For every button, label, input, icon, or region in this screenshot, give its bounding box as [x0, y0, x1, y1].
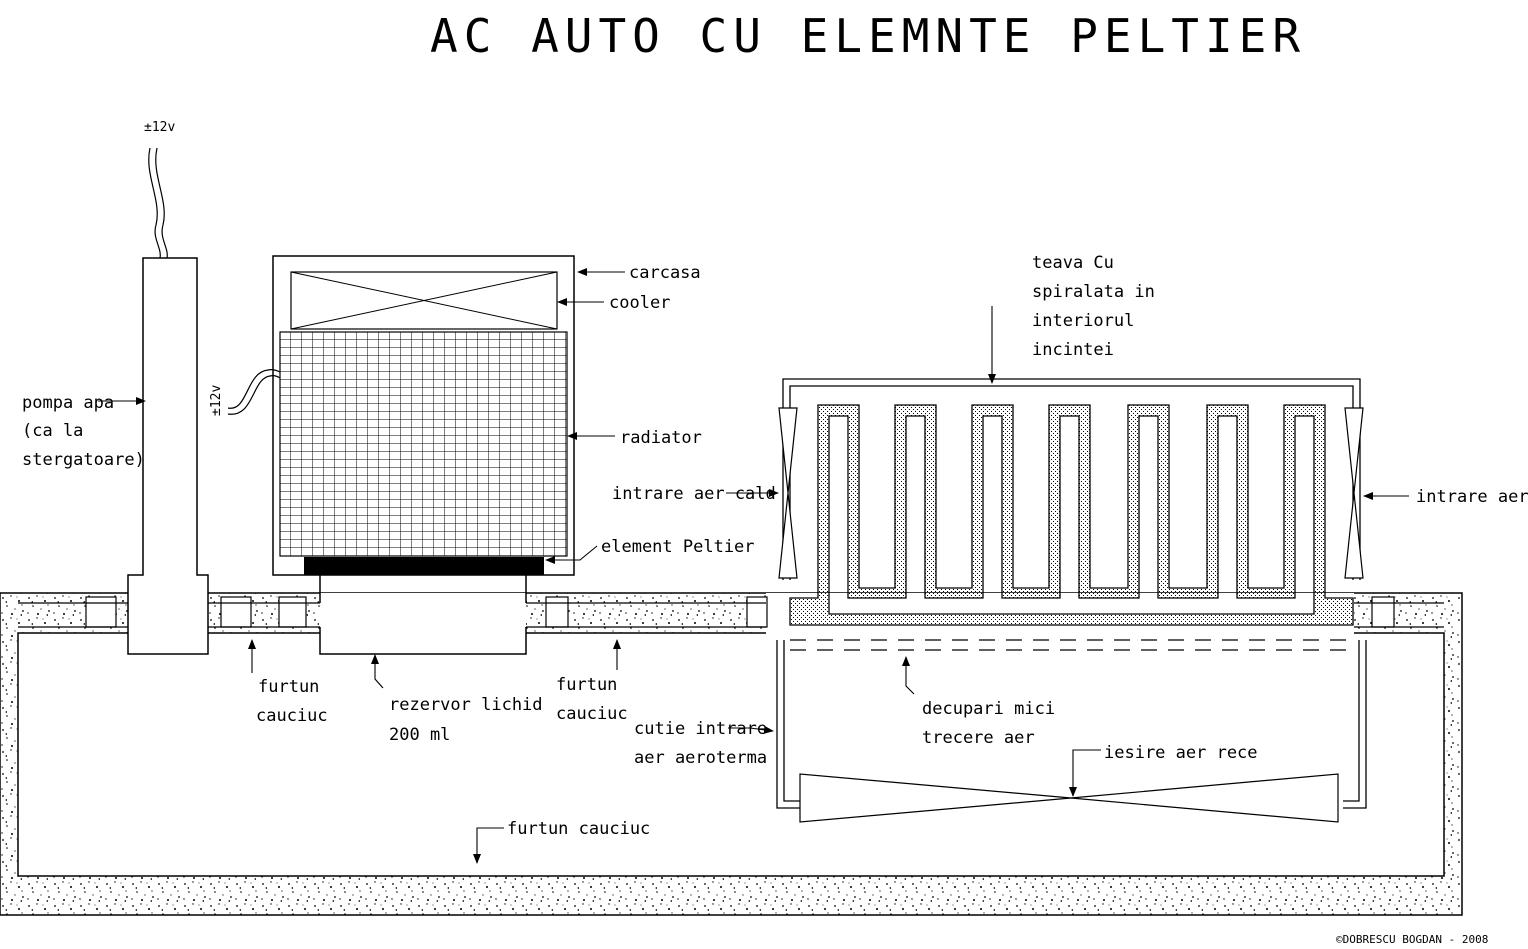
hose-fitting — [746, 596, 768, 628]
hot-air-fan-left — [778, 407, 798, 579]
pump-wire — [148, 147, 168, 259]
diagram-title: AC AUTO CU ELEMNTE PELTIER — [430, 9, 1306, 63]
pump-voltage-label: ±12v — [144, 120, 175, 135]
radiator-label: radiator — [620, 428, 702, 448]
hose-label-left: furtun — [258, 677, 319, 697]
inlet-box-label: aer aeroterma — [634, 748, 767, 768]
cutouts-label: trecere aer — [922, 728, 1035, 748]
pump-label: pompa apa — [22, 393, 114, 413]
hose-fitting — [545, 596, 569, 628]
aerotherm-inlet-box — [776, 640, 1367, 809]
liquid-tank — [319, 575, 527, 655]
hose-line — [18, 602, 1444, 628]
bottom-hose-label: furtun cauciuc — [507, 819, 650, 839]
housing-label: carcasa — [629, 263, 701, 283]
fan-cross — [290, 271, 558, 330]
cold-air-fan — [799, 773, 1339, 823]
hose-fitting — [1371, 596, 1395, 628]
cutouts-label: decupari mici — [922, 699, 1055, 719]
hose-label-mid: furtun — [556, 675, 617, 695]
hose-label-left: cauciuc — [256, 706, 328, 726]
copper-pipe-label: interiorul — [1032, 311, 1134, 331]
copper-pipe-label: incintei — [1032, 340, 1114, 360]
peltier-label: element Peltier — [601, 537, 755, 557]
pump-label: (ca la — [22, 421, 83, 441]
copper-pipe-label: spiralata in — [1032, 282, 1155, 302]
tank-label: 200 ml — [389, 725, 450, 745]
hose-label-mid: cauciuc — [556, 704, 628, 724]
peltier-element — [304, 557, 544, 575]
cold-air-label: iesire aer rece — [1104, 743, 1258, 763]
radiator-fins — [279, 331, 568, 557]
air-cutouts — [790, 639, 1353, 651]
cooler-label: cooler — [609, 293, 670, 313]
cooler-wire — [227, 369, 281, 415]
copper-pipe-label: teava Cu — [1032, 253, 1114, 273]
hot-air-fan-right — [1344, 407, 1364, 579]
hot-air-label-right: intrare aer cald — [1416, 487, 1528, 507]
hose-fitting — [278, 596, 307, 628]
tank-label: rezervor lichid — [389, 695, 543, 715]
hose-fitting — [85, 596, 117, 628]
cooler-voltage-label: ±12v — [209, 385, 224, 416]
leader-arrows — [98, 268, 1409, 864]
pump-label: stergatoare) — [22, 450, 145, 470]
hose-fitting — [220, 596, 252, 628]
inlet-box-label: cutie intrare — [634, 719, 767, 739]
copper-pipe-coil — [789, 404, 1354, 626]
water-pump — [127, 257, 209, 655]
hot-air-label-left: intrare aer cald — [612, 484, 776, 504]
copyright: ©DOBRESCU BOGDAN - 2008 — [1336, 933, 1488, 946]
